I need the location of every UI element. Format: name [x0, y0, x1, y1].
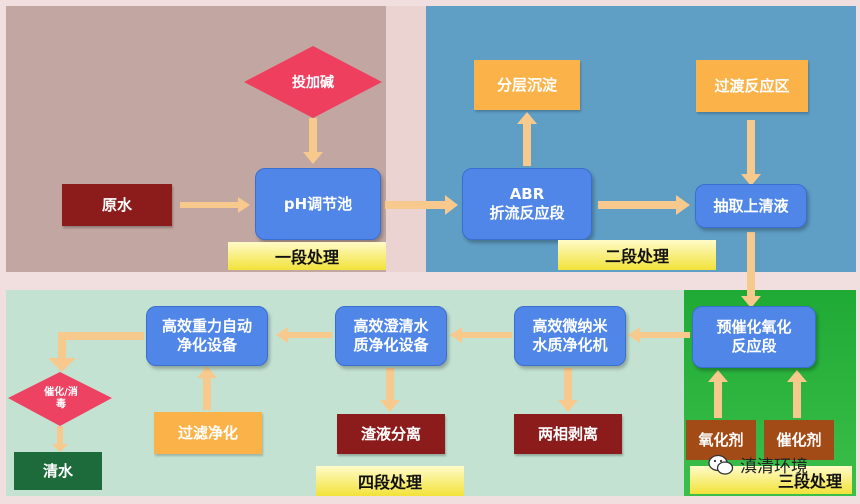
arrow-alkali-to-ph — [303, 118, 323, 164]
arrow-micronano-to-twophase — [558, 368, 578, 412]
transition-zone-box: 过渡反应区 — [696, 60, 808, 112]
arrow-abr-to-settling — [517, 112, 537, 166]
residue-sep-box: 渣液分离 — [337, 414, 445, 454]
arrow-gravity-to-catalysis — [48, 332, 144, 372]
stage3-label: 三段处理 — [690, 466, 852, 494]
catalysis-diamond — [8, 372, 112, 426]
precatalytic-line2: 反应段 — [731, 337, 777, 355]
raw-water-box: 原水 — [62, 184, 172, 226]
arrow-filter-to-gravity — [197, 366, 217, 410]
clarify-line1: 高效澄清水 — [353, 317, 429, 336]
layered-settling-box: 分层沉淀 — [474, 60, 580, 110]
watermark: 滇清环境 — [708, 452, 808, 477]
micronano-line2: 水质净化机 — [532, 336, 608, 354]
stage4-label: 四段处理 — [316, 466, 464, 496]
catalysis-line2: 毒 — [56, 399, 66, 410]
abr-line1: ABR — [509, 185, 545, 204]
stage1-label: 一段处理 — [228, 242, 386, 270]
micronano-line1: 高效微纳米 — [532, 317, 608, 336]
clean-water-box: 清水 — [14, 452, 102, 490]
gravity-line1: 高效重力自动 — [161, 317, 252, 336]
clarify-box: 高效澄清水 质净化设备 — [335, 306, 447, 366]
precatalytic-line1: 预催化氧化 — [716, 318, 792, 337]
wechat-icon — [708, 454, 734, 475]
oxidant-box: 氧化剂 — [686, 420, 756, 460]
watermark-text: 滇清环境 — [740, 457, 808, 477]
arrow-ph-to-abr — [385, 195, 458, 215]
extract-supernatant-box: 抽取上清液 — [695, 184, 807, 228]
arrow-micronano-to-clarify — [450, 327, 512, 343]
gravity-line2: 净化设备 — [176, 336, 237, 354]
arrow-precatalytic-to-micronano — [628, 327, 690, 343]
arrow-catalyst-to-precatalytic — [787, 370, 807, 418]
micronano-box: 高效微纳米 水质净化机 — [514, 306, 626, 366]
arrow-transition-to-extract — [741, 120, 761, 186]
arrow-abr-to-extract — [598, 195, 690, 215]
abr-line2: 折流反应段 — [489, 204, 565, 222]
abr-box: ABR 折流反应段 — [462, 168, 592, 240]
arrow-raw-to-ph — [180, 197, 250, 213]
ph-tank-box: pH调节池 — [255, 168, 381, 240]
precatalytic-box: 预催化氧化 反应段 — [692, 306, 816, 368]
catalyst-box: 催化剂 — [764, 420, 834, 460]
catalysis-label: 催化/消 毒 — [26, 384, 96, 414]
arrow-clarify-to-residue — [380, 368, 400, 412]
two-phase-box: 两相剥离 — [514, 414, 622, 454]
arrow-oxidant-to-precatalytic — [708, 370, 728, 418]
add-alkali-diamond — [244, 46, 382, 118]
arrow-catalysis-to-clean — [52, 426, 68, 452]
stage2-label: 二段处理 — [558, 240, 716, 270]
gravity-box: 高效重力自动 净化设备 — [146, 306, 268, 366]
filter-box: 过滤净化 — [154, 412, 262, 454]
arrow-clarify-to-gravity — [276, 327, 332, 343]
arrow-extract-to-precatalytic — [741, 232, 761, 308]
stage-divider — [386, 6, 426, 272]
add-alkali-label: 投加碱 — [292, 75, 334, 91]
catalysis-line1: 催化/消 — [44, 387, 78, 398]
clarify-line2: 质净化设备 — [353, 336, 429, 354]
